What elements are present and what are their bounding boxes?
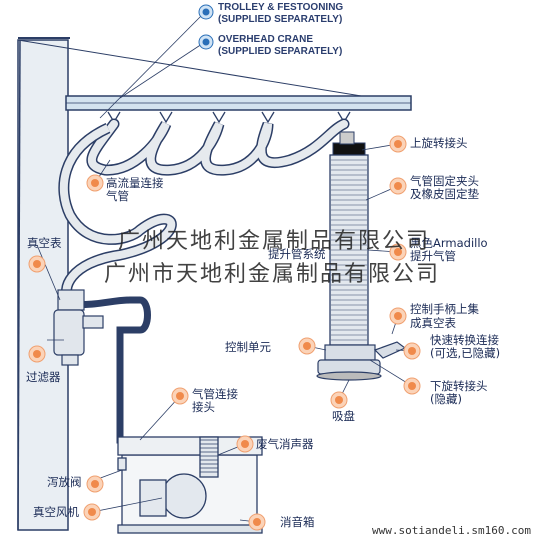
label-vacuum-gauge: 真空表 xyxy=(27,236,62,250)
label-bullet-dot xyxy=(33,350,41,358)
label-bullet-dot xyxy=(176,392,184,400)
control-unit-graphic xyxy=(316,341,407,381)
label-bullet-dot xyxy=(33,260,41,268)
label-lift-tube-system: 提升管系统 xyxy=(268,247,326,261)
legend-crane-line1: OVERHEAD CRANE xyxy=(218,34,314,45)
lift-tube xyxy=(329,131,369,346)
label-bullet-dot xyxy=(394,182,402,190)
label-bullet-dot xyxy=(394,140,402,148)
label-upper-swivel: 上旋转接头 xyxy=(410,136,468,150)
legend-trolley-line2: (SUPPLIED SEPARATELY) xyxy=(218,14,343,25)
label-lower-swivel-1: 下旋转接头 xyxy=(430,379,488,393)
label-hose-clamp-1: 气管固定夹头 xyxy=(410,174,479,188)
legend-crane-line2: (SUPPLIED SEPARATELY) xyxy=(218,46,343,57)
festoon-hose xyxy=(58,118,350,304)
label-quick-coupler-1: 快速转换连接 xyxy=(430,333,499,347)
label-bullet-dot xyxy=(253,518,261,526)
watermark-line2: 广州市天地利金属制品有限公司 xyxy=(104,262,441,287)
label-bullet-dot xyxy=(408,382,416,390)
watermark-url: www.sotiandeli.sm160.com xyxy=(372,524,531,537)
jib-crane xyxy=(17,37,412,531)
label-handle-1: 控制手柄上集 xyxy=(410,302,479,316)
label-exhaust-silencer: 废气消声器 xyxy=(256,437,314,451)
trolleys xyxy=(107,111,351,124)
label-bullet-dot xyxy=(91,179,99,187)
label-filter: 过滤器 xyxy=(26,370,61,384)
label-quick-coupler-2: (可选,已隐藏) xyxy=(430,346,501,360)
label-bullet-dot xyxy=(91,480,99,488)
label-bullet-dot xyxy=(394,312,402,320)
label-vacuum-pump: 真空风机 xyxy=(33,505,79,519)
label-handle-2: 成真空表 xyxy=(410,316,456,330)
label-relief-valve: 泻放阀 xyxy=(47,475,82,489)
pump-unit xyxy=(117,436,263,534)
label-bullet-dot xyxy=(408,347,416,355)
label-hose-connector-2: 接头 xyxy=(192,400,215,414)
label-suction-pad: 吸盘 xyxy=(332,409,355,423)
label-armadillo-1: 黑色Armadillo xyxy=(410,236,488,250)
label-armadillo-2: 提升气管 xyxy=(410,249,456,263)
label-bullet-dot xyxy=(88,508,96,516)
label-hose-clamp-2: 及橡皮固定垫 xyxy=(410,187,479,201)
label-hose-connector-1: 气管连接 xyxy=(192,387,238,401)
label-bullet-dot xyxy=(335,396,343,404)
label-high-flow-hose-1: 高流量连接 xyxy=(106,176,164,190)
label-bullet-dot xyxy=(303,342,311,350)
label-control-unit: 控制单元 xyxy=(225,340,271,354)
legend-trolley-line1: TROLLEY & FESTOONING xyxy=(218,2,344,13)
label-bullets xyxy=(28,135,421,531)
label-bullet-dot xyxy=(394,248,402,256)
label-high-flow-hose-2: 气管 xyxy=(106,189,129,203)
label-silencer-box: 消音箱 xyxy=(280,515,315,529)
watermark-line1: 广州天地利金属制品有限公司 xyxy=(118,229,431,254)
legend-dots xyxy=(198,4,214,50)
label-lower-swivel-2: (隐藏) xyxy=(430,392,462,406)
label-bullet-dot xyxy=(241,440,249,448)
filter-assembly xyxy=(53,289,151,444)
